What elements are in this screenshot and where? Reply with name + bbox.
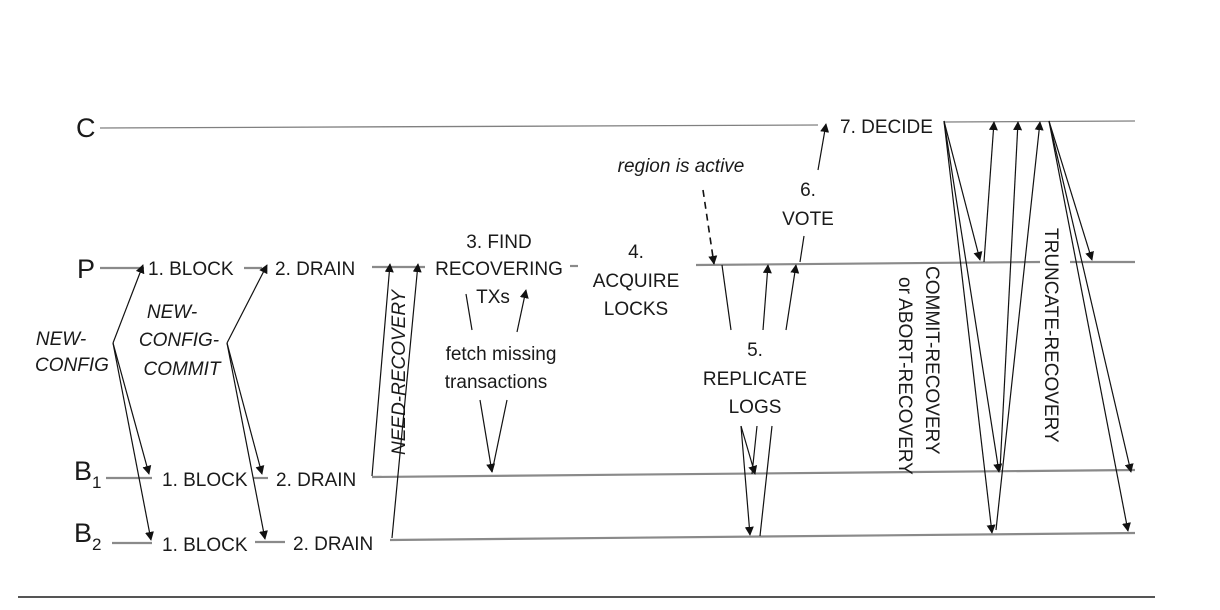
arrow-vote-lower bbox=[799, 235, 805, 263]
timeline-b1-seg3 bbox=[371, 468, 1136, 479]
timeline-c bbox=[99, 124, 819, 129]
arrow-commit-to-b1 bbox=[226, 342, 265, 475]
arrow-fetch-reply-up bbox=[491, 399, 508, 473]
arrow-newconfig-to-b2 bbox=[112, 342, 154, 541]
arrow-replicate-ack-b1 bbox=[762, 264, 772, 331]
participant-b1-label: B1 bbox=[74, 456, 101, 492]
step-replicate-line1: 5. bbox=[747, 340, 763, 361]
step-vote-line1: 6. bbox=[800, 180, 816, 201]
arrow-replicate-to-b2 bbox=[740, 425, 754, 536]
step-b1-drain: 2. DRAIN bbox=[276, 470, 356, 491]
msg-new-config-commit-line3: COMMIT bbox=[143, 359, 221, 380]
arrow-truncate-to-b1 bbox=[1048, 120, 1134, 473]
msg-new-config-line2: CONFIG bbox=[35, 355, 109, 376]
step-find-line2: RECOVERING bbox=[435, 259, 563, 280]
step-b1-block: 1. BLOCK bbox=[162, 470, 248, 491]
arrow-decide-to-p bbox=[943, 120, 983, 261]
timeline-b2-seg3 bbox=[389, 531, 1136, 542]
msg-new-config-commit-line1: NEW- bbox=[147, 302, 197, 323]
step-acquire-line3: LOCKS bbox=[604, 299, 668, 320]
participant-b1-name: B bbox=[74, 456, 92, 486]
participant-b2-label: B2 bbox=[74, 518, 101, 554]
msg-commit-recovery-line2: or ABORT-RECOVERY bbox=[894, 277, 915, 475]
timeline-c-right bbox=[944, 120, 1136, 123]
participant-c-label: C bbox=[76, 113, 96, 143]
step-decide: 7. DECIDE bbox=[840, 117, 933, 138]
step-replicate-line3: LOGS bbox=[729, 397, 782, 418]
arrow-vote bbox=[817, 123, 830, 171]
arrow-decide-to-b1 bbox=[943, 120, 1003, 473]
msg-truncate-recovery: TRUNCATE-RECOVERY bbox=[1040, 228, 1061, 443]
step-acquire-line2: ACQUIRE bbox=[593, 271, 680, 292]
arrow-commit-to-b2 bbox=[226, 342, 268, 540]
msg-new-config-line1: NEW- bbox=[36, 329, 86, 350]
step-vote-line2: VOTE bbox=[782, 209, 834, 230]
timeline-p-seg5 bbox=[695, 260, 1041, 267]
msg-fetch-line1: fetch missing bbox=[446, 344, 557, 365]
arrow-need-recovery-b1 bbox=[371, 263, 394, 477]
arrow-decide-to-b2 bbox=[943, 120, 996, 534]
arrow-ack-p-to-c bbox=[983, 121, 998, 263]
step-acquire-line1: 4. bbox=[628, 242, 644, 263]
step-b2-block: 1. BLOCK bbox=[162, 535, 248, 556]
msg-region-active: region is active bbox=[618, 156, 745, 177]
msg-commit-recovery-line1: COMMIT-RECOVERY bbox=[921, 266, 942, 455]
arrow-replicate-ack-b2-lower bbox=[759, 425, 773, 537]
participant-p-label: P bbox=[77, 254, 95, 284]
step-b2-drain: 2. DRAIN bbox=[293, 534, 373, 555]
participant-b2-subscript: 2 bbox=[92, 535, 101, 554]
step-replicate-line2: REPLICATE bbox=[703, 369, 807, 390]
arrow-replicate-out bbox=[721, 264, 732, 331]
arrow-ack-b2-to-c bbox=[995, 121, 1044, 531]
participant-b2-name: B bbox=[74, 518, 92, 548]
step-p-drain: 2. DRAIN bbox=[275, 259, 355, 280]
arrow-replicate-ack-b2 bbox=[785, 264, 800, 331]
arrow-commit-to-p bbox=[226, 264, 268, 344]
arrow-fetch-request bbox=[465, 293, 473, 331]
arrow-truncate-to-b2 bbox=[1048, 120, 1131, 532]
arrow-fetch-request-down bbox=[479, 399, 496, 473]
step-p-block: 1. BLOCK bbox=[148, 259, 234, 280]
arrow-ack-b1-to-c bbox=[999, 121, 1023, 471]
arrow-need-recovery-b2 bbox=[391, 263, 422, 539]
msg-fetch-line2: transactions bbox=[445, 372, 547, 393]
participant-b1-subscript: 1 bbox=[92, 473, 101, 492]
arrow-newconfig-to-p bbox=[112, 264, 145, 344]
msg-new-config-commit-line2: CONFIG- bbox=[139, 330, 219, 351]
arrow-truncate-to-p bbox=[1048, 120, 1094, 261]
msg-need-recovery: NEED-RECOVERY bbox=[389, 289, 410, 455]
arrow-fetch-reply bbox=[516, 289, 529, 333]
step-find-line3: TXs bbox=[476, 287, 510, 308]
arrow-replicate-ack-b1-lower bbox=[751, 425, 758, 475]
arrow-region-active bbox=[702, 189, 718, 265]
step-find-line1: 3. FIND bbox=[466, 232, 531, 253]
arrow-newconfig-to-b1 bbox=[112, 342, 152, 475]
